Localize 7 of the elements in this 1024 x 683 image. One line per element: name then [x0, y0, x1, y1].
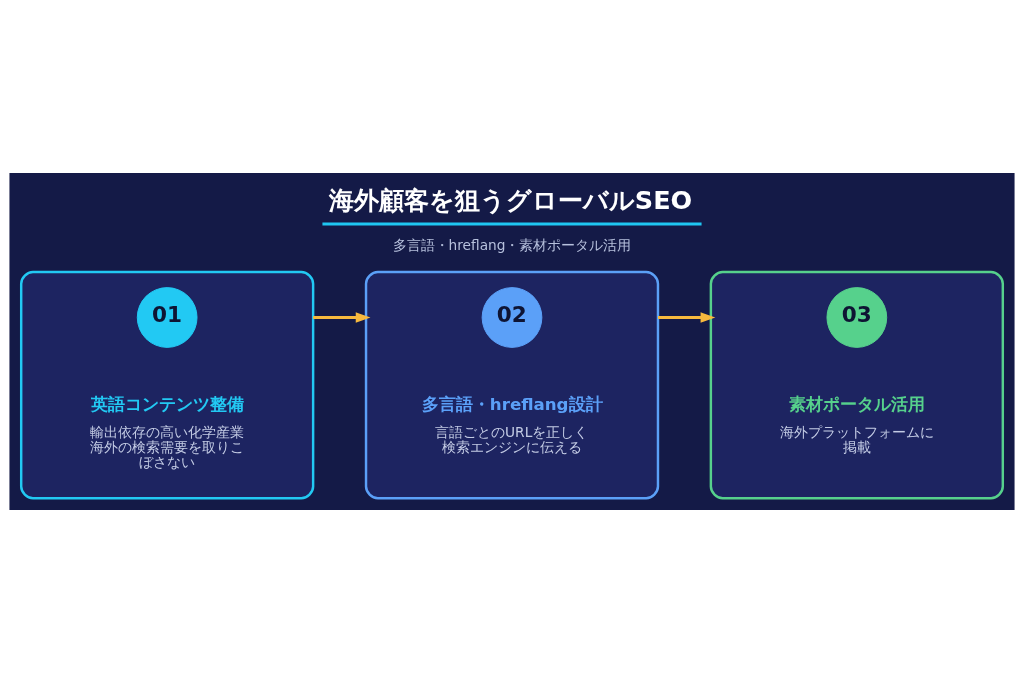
- node-circle: 01: [136, 287, 198, 348]
- arrow: [657, 312, 716, 323]
- node-circle: 03: [826, 287, 888, 348]
- arrow: [313, 312, 371, 323]
- label: 多言語・hreflang・素材ポータル活用: [392, 237, 632, 254]
- node-circle: 02: [481, 287, 543, 348]
- diagram-title: 海外顧客を狙うグローバルSEO: [328, 184, 693, 215]
